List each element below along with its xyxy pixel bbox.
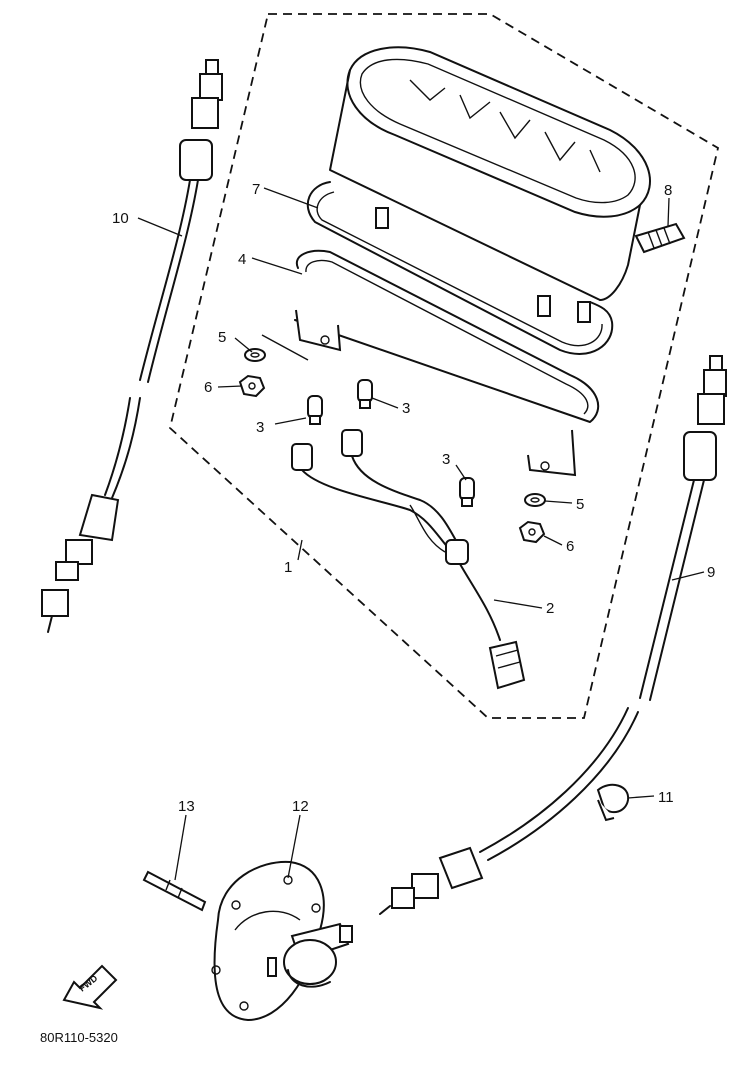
- nut-right: [518, 520, 546, 544]
- callouts: 10 7 8 4 5 6 3 3 3 5 6 1 2 9 11 13 12: [112, 181, 715, 815]
- callout-6-left: 6: [204, 379, 212, 396]
- nut-left: [238, 374, 266, 398]
- callout-8: 8: [664, 182, 672, 199]
- mounting-studs: [375, 207, 591, 323]
- callout-9: 9: [707, 564, 715, 581]
- forward-arrow-icon: FWD: [62, 964, 118, 1010]
- callout-10: 10: [112, 210, 129, 227]
- speedometer-gear-unit: [211, 860, 353, 1022]
- callout-3-center: 3: [402, 400, 410, 417]
- drive-pin: [142, 870, 207, 912]
- wire-harness: [291, 429, 526, 690]
- meter-housing: [329, 46, 651, 323]
- callout-5-right: 5: [576, 496, 584, 513]
- cable-clamp: [596, 783, 630, 822]
- leader-lines: [137, 187, 705, 881]
- callout-1: 1: [284, 559, 292, 576]
- callout-11: 11: [658, 789, 674, 806]
- drawing-code: 80R110-5320: [40, 1030, 118, 1045]
- callout-12: 12: [292, 798, 309, 815]
- meter-bracket: [294, 249, 600, 477]
- callout-2: 2: [546, 600, 554, 617]
- callout-5-left: 5: [218, 329, 226, 346]
- washer-guide-line: [261, 334, 309, 361]
- callout-6-right: 6: [566, 538, 574, 555]
- gasket-ring: [306, 181, 614, 355]
- callout-13: 13: [178, 798, 195, 815]
- assembly-boundary: [169, 13, 720, 719]
- callout-3-left: 3: [256, 419, 264, 436]
- bulb-2: [357, 379, 373, 409]
- trip-knob: [634, 222, 686, 254]
- callout-7: 7: [252, 181, 260, 198]
- washer-right: [524, 493, 546, 507]
- callout-3-right: 3: [442, 451, 450, 468]
- washer-left: [244, 348, 266, 362]
- speedometer-cable-left: [41, 59, 223, 633]
- callout-4: 4: [238, 251, 246, 268]
- speedometer-cable-right: [379, 355, 727, 915]
- bulb-3: [459, 477, 475, 507]
- bulb-1: [307, 395, 323, 425]
